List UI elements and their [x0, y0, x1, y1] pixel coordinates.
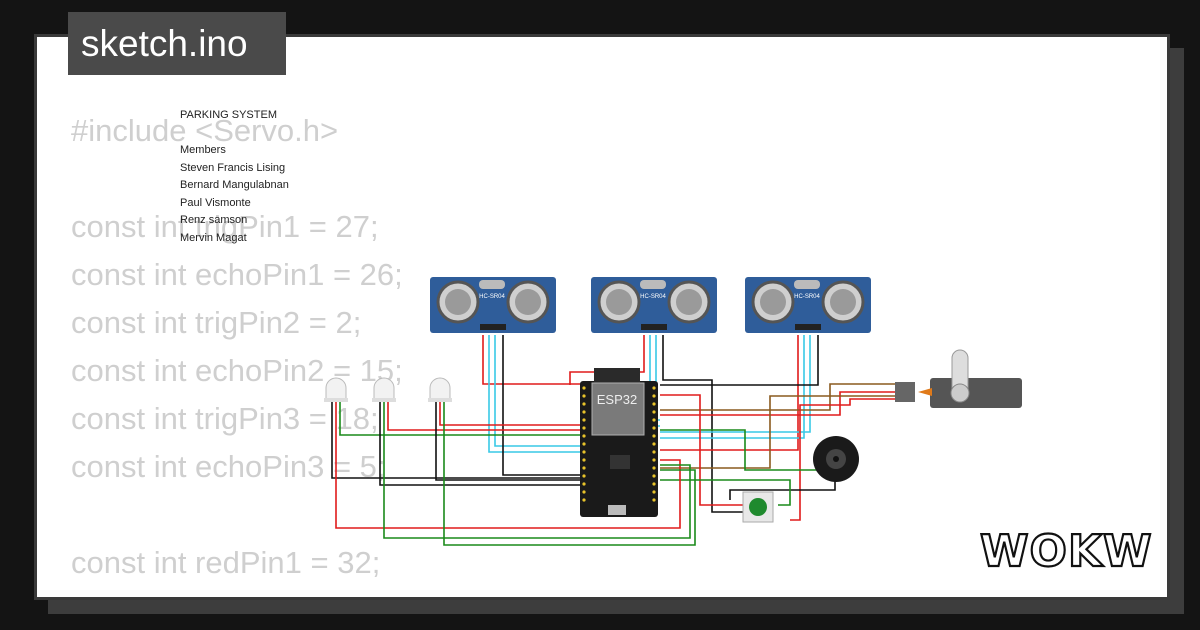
code-line: const int trigPin3 = 18;: [71, 401, 379, 436]
servo-motor: [895, 349, 1022, 408]
code-line: #include <Servo.h>: [71, 113, 339, 148]
member-name: Mervin Magat: [180, 232, 247, 244]
code-line: const int echoPin2 = 15;: [71, 353, 403, 388]
notes-title: PARKING SYSTEM: [180, 109, 277, 121]
ultrasonic-sensor-3: HC-SR04: [745, 277, 871, 333]
member-name: Paul Vismonte: [180, 197, 251, 209]
mcu-label: ESP32: [597, 392, 637, 407]
code-line: const int greenPin1 = 33;: [71, 587, 415, 597]
code-line: const int redPin1 = 32;: [71, 545, 381, 580]
rgb-led-2: [372, 377, 396, 402]
project-notes: PARKING SYSTEM Members Steven Francis Li…: [180, 109, 289, 244]
notes-members-heading: Members: [180, 144, 226, 156]
buzzer: [813, 436, 859, 482]
file-tab[interactable]: sketch.ino: [68, 12, 286, 75]
wires: [331, 335, 900, 546]
code-line: const int trigPin1 = 27;: [71, 209, 379, 244]
rgb-led-3: [428, 377, 452, 402]
sensor-label: HC-SR04: [479, 294, 505, 300]
code-line: const int trigPin2 = 2;: [71, 305, 362, 340]
code-line: const int echoPin1 = 26;: [71, 257, 403, 292]
ultrasonic-sensor-2: HC-SR04: [591, 277, 717, 333]
member-name: Bernard Mangulabnan: [180, 179, 289, 191]
push-button: [742, 491, 774, 523]
member-name: Steven Francis Lising: [180, 162, 285, 174]
member-name: Renz samson: [180, 214, 247, 226]
rgb-led-1: [324, 377, 348, 402]
code-line: const int echoPin3 = 5;: [71, 449, 386, 484]
code-background: #include <Servo.h> const int trigPin1 = 2…: [71, 107, 415, 597]
logo-text: WOKWi: [980, 526, 1152, 577]
esp32-board: ESP32: [580, 368, 658, 517]
sensor-label: HC-SR04: [640, 294, 666, 300]
wokwi-logo: WOKWi: [979, 525, 1152, 578]
ultrasonic-sensor-1: HC-SR04: [430, 277, 556, 333]
sensor-label: HC-SR04: [794, 294, 820, 300]
